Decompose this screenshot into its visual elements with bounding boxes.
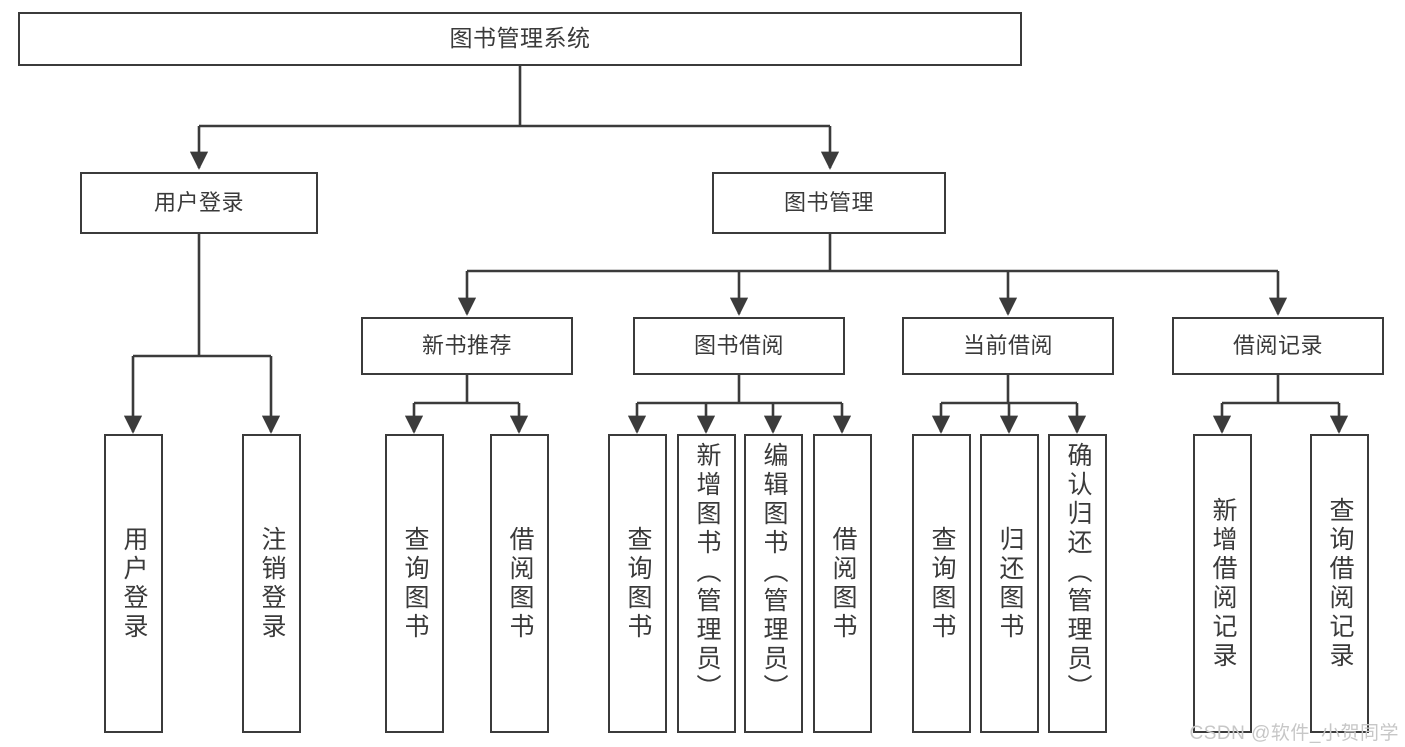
- node-label: 用户登录: [120, 525, 148, 642]
- leaf-book-borrow-query[interactable]: 查询图书: [608, 434, 667, 733]
- node-label: 编辑图书（管理员）: [760, 442, 788, 703]
- leaf-new-book-borrow[interactable]: 借阅图书: [490, 434, 549, 733]
- watermark-text: CSDN @软件_小贺同学: [1189, 723, 1399, 744]
- node-label: 归还图书: [996, 525, 1024, 642]
- node-label: 查询图书: [624, 525, 652, 642]
- node-book-management[interactable]: 图书管理: [712, 172, 946, 234]
- node-current-borrow[interactable]: 当前借阅: [902, 317, 1114, 375]
- leaf-borrow-record-query[interactable]: 查询借阅记录: [1310, 434, 1369, 733]
- node-book-management-system[interactable]: 图书管理系统: [18, 12, 1022, 66]
- node-label: 查询图书: [928, 525, 956, 642]
- leaf-new-book-query[interactable]: 查询图书: [385, 434, 444, 733]
- leaf-user-login-signout[interactable]: 注销登录: [242, 434, 301, 733]
- node-label: 借阅图书: [829, 525, 857, 642]
- node-label: 借阅图书: [506, 525, 534, 642]
- node-label: 新增借阅记录: [1209, 496, 1237, 671]
- node-label: 确认归还（管理员）: [1064, 442, 1092, 703]
- node-label: 新书推荐: [421, 332, 512, 358]
- leaf-current-borrow-confirm-return[interactable]: 确认归还（管理员）: [1048, 434, 1107, 733]
- leaf-book-borrow-edit[interactable]: 编辑图书（管理员）: [744, 434, 803, 733]
- node-label: 用户登录: [153, 189, 244, 215]
- leaf-user-login-signin[interactable]: 用户登录: [104, 434, 163, 733]
- node-user-login[interactable]: 用户登录: [80, 172, 318, 234]
- leaf-book-borrow-add[interactable]: 新增图书（管理员）: [677, 434, 736, 733]
- leaf-borrow-record-add[interactable]: 新增借阅记录: [1193, 434, 1252, 733]
- node-new-book-recommend[interactable]: 新书推荐: [361, 317, 573, 375]
- node-label: 查询图书: [401, 525, 429, 642]
- node-label: 借阅记录: [1232, 332, 1323, 358]
- node-label: 图书管理: [783, 189, 874, 215]
- leaf-book-borrow-borrow[interactable]: 借阅图书: [813, 434, 872, 733]
- node-label: 注销登录: [258, 525, 286, 642]
- node-label: 图书借阅: [693, 332, 784, 358]
- node-book-borrow[interactable]: 图书借阅: [633, 317, 845, 375]
- node-label: 图书管理系统: [449, 25, 591, 52]
- node-borrow-record[interactable]: 借阅记录: [1172, 317, 1384, 375]
- leaf-current-borrow-return[interactable]: 归还图书: [980, 434, 1039, 733]
- node-label: 新增图书（管理员）: [693, 442, 721, 703]
- node-label: 当前借阅: [962, 332, 1053, 358]
- leaf-current-borrow-query[interactable]: 查询图书: [912, 434, 971, 733]
- node-label: 查询借阅记录: [1326, 496, 1354, 671]
